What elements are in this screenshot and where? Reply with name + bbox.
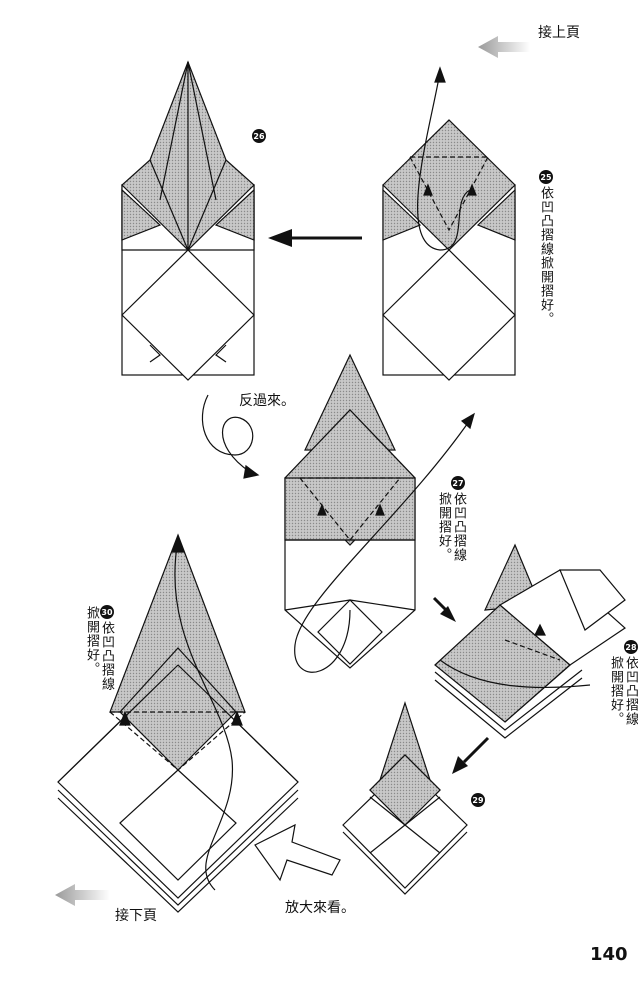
step-27-number: 27 [451,476,465,490]
step-27-text-col2: 掀開摺好。 [436,492,451,562]
step-26-model [121,60,255,381]
step-30-number: 30 [100,605,114,619]
step-28-text-col1: 依凹凸摺線 [623,656,638,726]
prev-page-label: 接下頁 [115,908,157,924]
step-28-model [434,543,626,739]
step-30-text-col2: 掀開摺好。 [84,606,99,676]
step-30-model [57,533,299,913]
step-25-instruction: 依凹凸摺線掀開摺好。 [538,186,553,326]
flip-label: 反過來。 [239,393,295,409]
step-27-model [284,353,475,673]
flip-arrow-icon [201,394,260,479]
step-30-text-col1: 依凹凸摺線 [99,621,114,691]
step-29-number: 29 [471,793,485,807]
step-25-model [382,66,516,381]
zoom-label: 放大來看。 [285,900,355,916]
step-28-number: 28 [624,640,638,654]
arrow-step-28-to-29 [452,736,490,774]
step-29-model [342,701,468,895]
next-page-arrow-icon [478,36,530,58]
step-25-number: 25 [539,170,553,184]
step-28-text-col2: 掀開摺好。 [608,656,623,726]
step-26-number: 26 [252,129,266,143]
arrow-step-27-to-28 [432,596,456,622]
arrow-step-25-to-26 [268,229,362,247]
page-number: 140 [590,944,628,965]
next-page-label: 接上頁 [538,25,580,41]
zoom-arrow-icon [254,823,341,882]
prev-page-arrow-icon [55,884,110,906]
step-27-text-col1: 依凹凸摺線 [451,492,466,562]
